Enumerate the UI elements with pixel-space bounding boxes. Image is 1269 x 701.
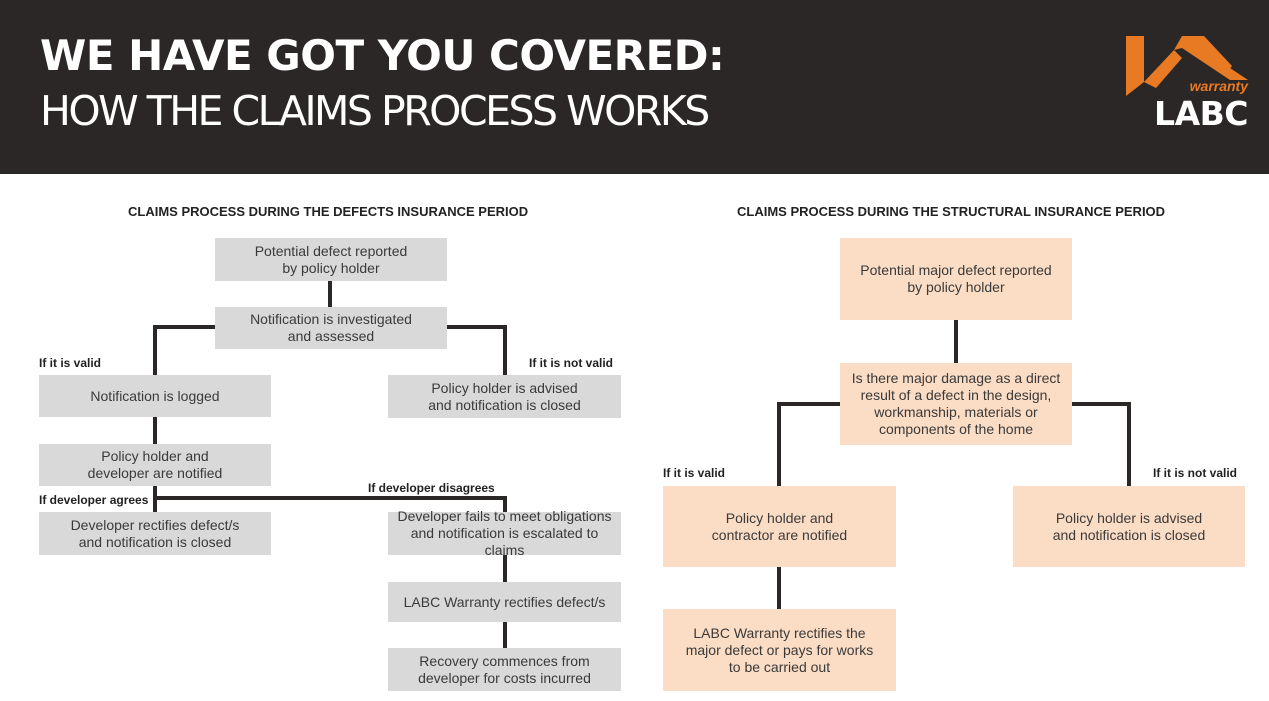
if-valid-label: If it is valid — [39, 356, 102, 370]
contractor-notified-box: Policy holder and contractor are notifie… — [663, 486, 896, 567]
developer-notified-box: Policy holder and developer are notified — [39, 444, 271, 486]
connector-line — [1071, 402, 1131, 486]
recovery-box: Recovery commences from developer for co… — [388, 648, 621, 691]
labc-warranty-logo-icon — [1126, 36, 1248, 96]
connector-line — [153, 325, 215, 375]
page-subtitle: HOW THE CLAIMS PROCESS WORKS — [40, 87, 710, 135]
structural-advised-box: Policy holder is advised and notificatio… — [1013, 486, 1245, 567]
structural-if-not-valid-label: If it is not valid — [1153, 466, 1238, 480]
connector-line — [155, 496, 507, 512]
notification-investigated-box: Notification is investigated and assesse… — [215, 307, 447, 349]
page-title: WE HAVE GOT YOU COVERED: — [40, 31, 725, 80]
if-developer-agrees-label: If developer agrees — [39, 493, 149, 507]
if-developer-disagrees-label: If developer disagrees — [368, 481, 495, 495]
connector-line — [447, 325, 507, 375]
if-not-valid-label: If it is not valid — [529, 356, 614, 370]
logo-labc-text: LABC — [1154, 94, 1248, 133]
defects-section-title: CLAIMS PROCESS DURING THE DEFECTS INSURA… — [128, 204, 529, 219]
notification-logged-box: Notification is logged — [39, 375, 271, 417]
defect-reported-box: Potential defect reported by policy hold… — [215, 238, 447, 281]
header-banner — [0, 0, 1269, 174]
structural-section-title: CLAIMS PROCESS DURING THE STRUCTURAL INS… — [737, 204, 1166, 219]
developer-fails-box: Developer fails to meet obligations and … — [388, 508, 621, 558]
logo-warranty-text: warranty — [1189, 78, 1248, 94]
labc-rectifies-box: LABC Warranty rectifies defect/s — [388, 582, 621, 622]
major-damage-question-box: Is there major damage as a direct result… — [840, 363, 1072, 445]
major-defect-reported-box: Potential major defect reported by polic… — [840, 238, 1072, 320]
connector-line — [777, 402, 840, 486]
labc-rectifies-major-box: LABC Warranty rectifies the major defect… — [663, 609, 896, 691]
developer-rectifies-box: Developer rectifies defect/s and notific… — [39, 512, 271, 555]
policy-holder-advised-box: Policy holder is advised and notificatio… — [388, 375, 621, 418]
structural-if-valid-label: If it is valid — [663, 466, 726, 480]
